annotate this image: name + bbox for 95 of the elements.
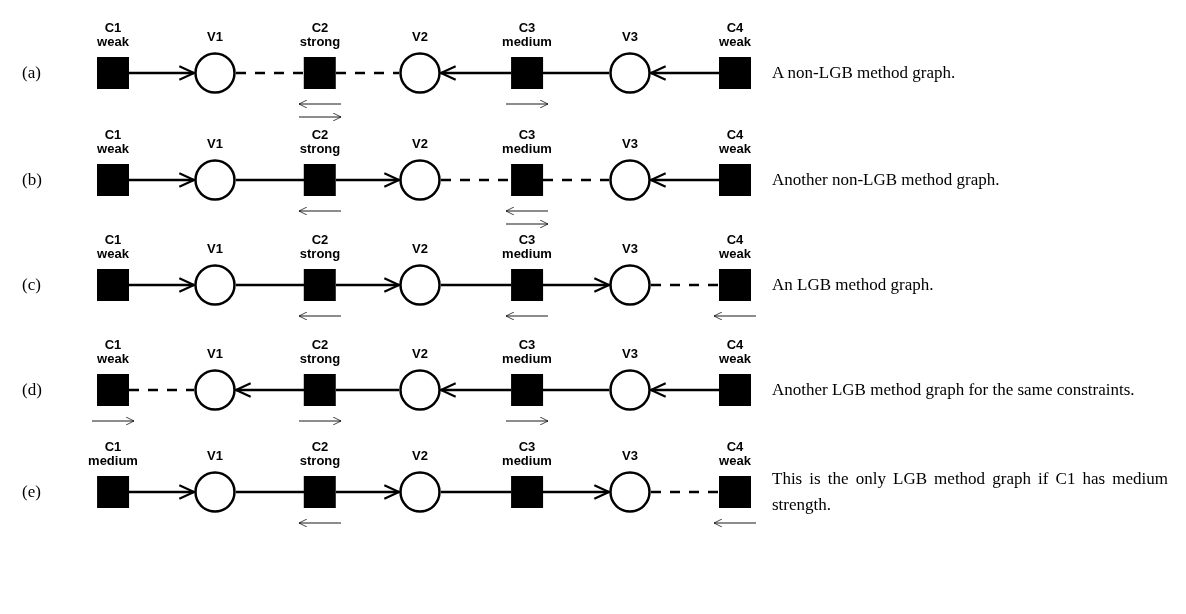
node-label: weak [719, 454, 751, 468]
connector [236, 178, 304, 182]
connector [649, 65, 719, 81]
node-label: C3 [518, 21, 536, 35]
node-label: V1 [207, 137, 223, 151]
node-label: C1 [104, 128, 122, 142]
node-label: V2 [412, 137, 428, 151]
node-label: V2 [412, 242, 428, 256]
node-label: C4 [726, 338, 744, 352]
connector [649, 172, 719, 188]
connector [336, 277, 401, 293]
node-label: C1 [104, 338, 122, 352]
connector [336, 172, 401, 188]
connector [336, 388, 399, 392]
node-label: C2 [311, 21, 329, 35]
node-label: V3 [622, 30, 638, 44]
node-label: C4 [726, 128, 744, 142]
connector [129, 65, 196, 81]
row-label: (d) [22, 380, 42, 400]
dashed-connector [543, 178, 609, 182]
node-label: V2 [412, 30, 428, 44]
row-label: (e) [22, 482, 41, 502]
connector [649, 382, 719, 398]
node-label: strong [299, 142, 341, 156]
node-label: C2 [311, 233, 329, 247]
dashed-connector [651, 490, 719, 494]
caption-text: Another LGB method graph for the same constraints. [772, 379, 1136, 401]
node-label: strong [299, 454, 341, 468]
caption-text: Another non-LGB method graph. [772, 169, 1001, 191]
connector [439, 382, 511, 398]
caption-text: An LGB method graph. [772, 274, 935, 296]
node-label: medium [502, 352, 552, 366]
node-label: V1 [207, 347, 223, 361]
caption-text: A non-LGB method graph. [772, 62, 957, 84]
caption-text: This is the only LGB method graph if C1 has medium strength. [772, 468, 1168, 516]
node-label: weak [719, 352, 751, 366]
connector [439, 65, 511, 81]
node-label: C3 [518, 233, 536, 247]
row-label: (a) [22, 63, 41, 83]
node-label: C1 [104, 21, 122, 35]
node-label: C2 [311, 128, 329, 142]
node-label: strong [299, 352, 341, 366]
node-label: C2 [311, 338, 329, 352]
connector [543, 71, 609, 75]
node-label: medium [502, 454, 552, 468]
node-label: weak [97, 247, 129, 261]
node-label: V3 [622, 347, 638, 361]
dashed-connector [129, 388, 194, 392]
node-label: C2 [311, 440, 329, 454]
node-label: weak [97, 352, 129, 366]
node-label: weak [719, 247, 751, 261]
node-label: medium [502, 142, 552, 156]
node-label: C1 [104, 440, 122, 454]
node-label: V1 [207, 30, 223, 44]
connector [129, 484, 196, 500]
node-label: V2 [412, 347, 428, 361]
row-label: (c) [22, 275, 41, 295]
node-label: weak [719, 142, 751, 156]
node-label: C4 [726, 21, 744, 35]
node-label: V1 [207, 449, 223, 463]
connector [441, 490, 511, 494]
connector [129, 277, 196, 293]
node-label: V3 [622, 242, 638, 256]
node-label: weak [97, 35, 129, 49]
node-label: C4 [726, 440, 744, 454]
node-label: medium [502, 247, 552, 261]
connector [236, 490, 304, 494]
connector [129, 172, 196, 188]
node-label: weak [97, 142, 129, 156]
connector [234, 382, 304, 398]
node-label: V3 [622, 449, 638, 463]
connector [543, 277, 611, 293]
dashed-connector [441, 178, 511, 182]
row-label: (b) [22, 170, 42, 190]
dashed-connector [236, 71, 304, 75]
connector [236, 283, 304, 287]
dashed-connector [336, 71, 399, 75]
node-label: C3 [518, 338, 536, 352]
node-label: V3 [622, 137, 638, 151]
node-label: medium [502, 35, 552, 49]
node-label: strong [299, 247, 341, 261]
node-label: V2 [412, 449, 428, 463]
node-label: C3 [518, 128, 536, 142]
node-label: C3 [518, 440, 536, 454]
node-label: strong [299, 35, 341, 49]
connector [543, 484, 611, 500]
node-label: C4 [726, 233, 744, 247]
connector [441, 283, 511, 287]
dashed-connector [651, 283, 719, 287]
node-label: weak [719, 35, 751, 49]
node-label: V1 [207, 242, 223, 256]
connector [336, 484, 401, 500]
node-label: medium [88, 454, 138, 468]
node-label: C1 [104, 233, 122, 247]
connector [543, 388, 609, 392]
